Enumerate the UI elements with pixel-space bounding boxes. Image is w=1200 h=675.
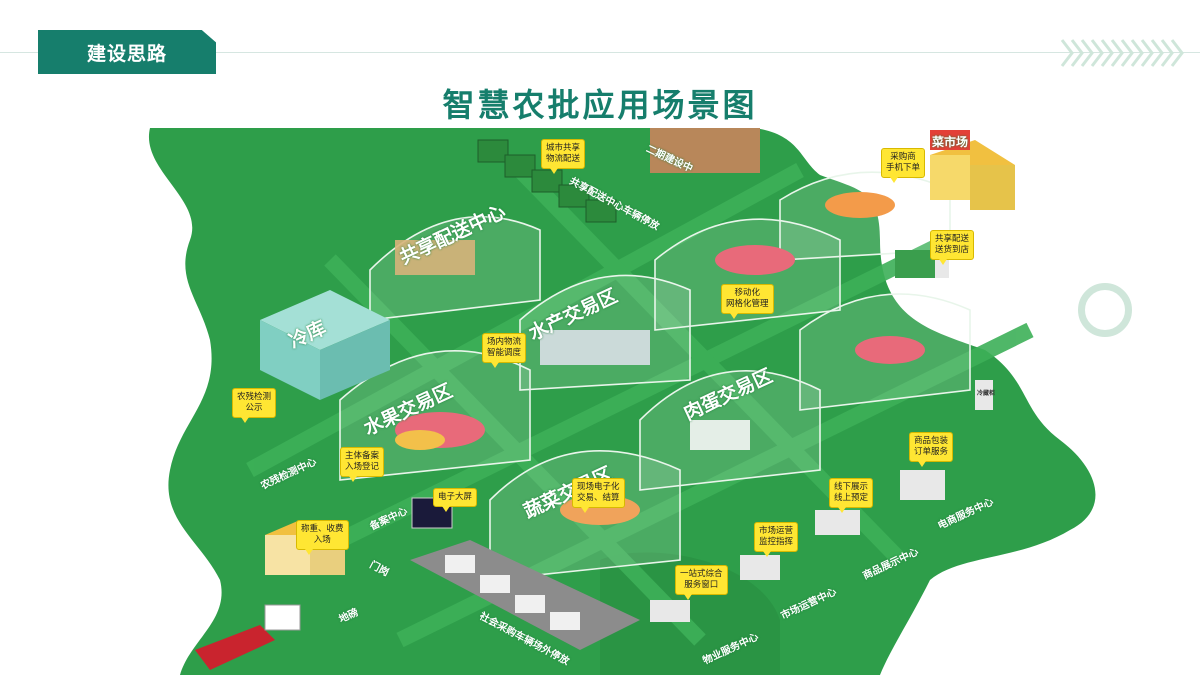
service-booths: [650, 380, 993, 622]
delivery-van: [895, 250, 949, 278]
callout-shared-delivery: 共享配送 送货到店: [930, 230, 975, 265]
callout-pesticide-test: 农残检测 公示: [232, 388, 277, 423]
callout-one-stop: 一站式综合 服务窗口: [675, 565, 728, 600]
chevron-decoration-icon: [1060, 39, 1184, 67]
callout-electronic-trade: 现场电子化 交易、结算: [572, 478, 625, 513]
header-divider: [0, 52, 1200, 53]
callout-operation-monitor: 市场运营 监控指挥: [754, 522, 799, 557]
cold-storage-building: [260, 290, 390, 400]
ring-decoration-icon: [1078, 283, 1132, 337]
label-market-sign: 菜市场: [932, 135, 969, 149]
callout-buyer-order: 采购商 手机下单: [881, 148, 926, 183]
callout-online-offline: 线下展示 线上预定: [829, 478, 874, 513]
parked-trucks-top: [477, 139, 617, 223]
label-cold-box: 冷藏柜: [977, 390, 996, 397]
market-shop: [930, 130, 1015, 210]
callout-mobile-grid: 移动化 网格化管理: [721, 284, 774, 319]
callout-filing-register: 主体备案 入场登记: [340, 447, 385, 482]
callout-big-screen: 电子大屏: [433, 488, 478, 512]
callout-city-logistics: 城市共享 物流配送: [541, 139, 586, 174]
page-title: 智慧农批应用场景图: [442, 86, 758, 124]
callout-inmarket-logistics: 场内物流 智能调度: [482, 333, 527, 368]
roads: [246, 162, 1034, 648]
red-truck: [195, 604, 301, 670]
callout-weigh-entry: 称重、收费 入场: [296, 520, 349, 555]
phase2-site: [650, 128, 760, 173]
produce-clusters: [395, 192, 925, 525]
callout-packing-service: 商品包装 订单服务: [909, 432, 954, 467]
bottom-parking-lot: [410, 540, 640, 650]
section-tab: 建设思路: [38, 30, 216, 74]
